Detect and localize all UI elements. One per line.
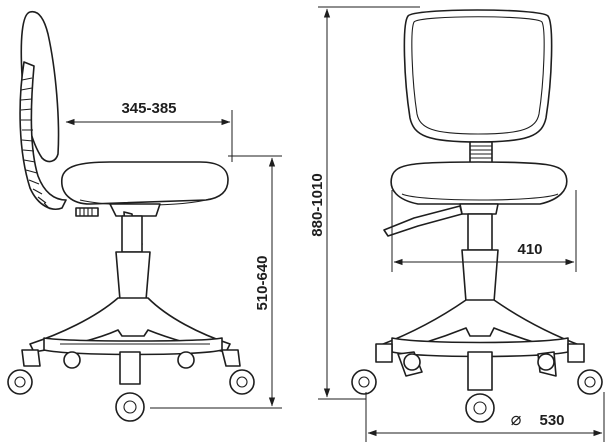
side-back-spring — [19, 61, 67, 210]
side-star-base — [29, 297, 231, 353]
front-height-lever — [383, 205, 463, 237]
dimension-base-diameter: ⌀ 530 — [365, 392, 605, 442]
dimension-seat-depth: 345-385 — [65, 100, 233, 162]
side-view-chair — [7, 10, 255, 422]
overall-height-label: 880-1010 — [309, 173, 326, 236]
dimension-seat-width: 410 — [391, 190, 577, 272]
side-gas-lift-cylinder — [115, 251, 151, 301]
front-casters — [351, 343, 603, 423]
dimension-overall-height: 880-1010 — [309, 6, 420, 400]
seat-depth-label: 345-385 — [121, 100, 176, 117]
side-seat — [61, 161, 229, 205]
front-seat — [390, 161, 568, 205]
front-back-spring — [469, 141, 493, 167]
diameter-symbol: ⌀ — [511, 409, 522, 429]
side-casters — [7, 349, 255, 422]
side-gas-lift-top — [121, 215, 143, 253]
front-gas-lift-cylinder — [461, 249, 499, 303]
dimension-seat-height: 510-640 — [150, 155, 282, 409]
front-view-chair — [351, 9, 603, 423]
front-backrest — [403, 9, 553, 143]
base-diameter-label: 530 — [539, 412, 564, 429]
seat-width-label: 410 — [517, 241, 542, 258]
side-seat-mechanism — [109, 203, 161, 217]
seat-height-label: 510-640 — [254, 255, 271, 310]
front-gas-lift-top — [467, 213, 493, 251]
front-seat-mechanism — [459, 203, 499, 215]
